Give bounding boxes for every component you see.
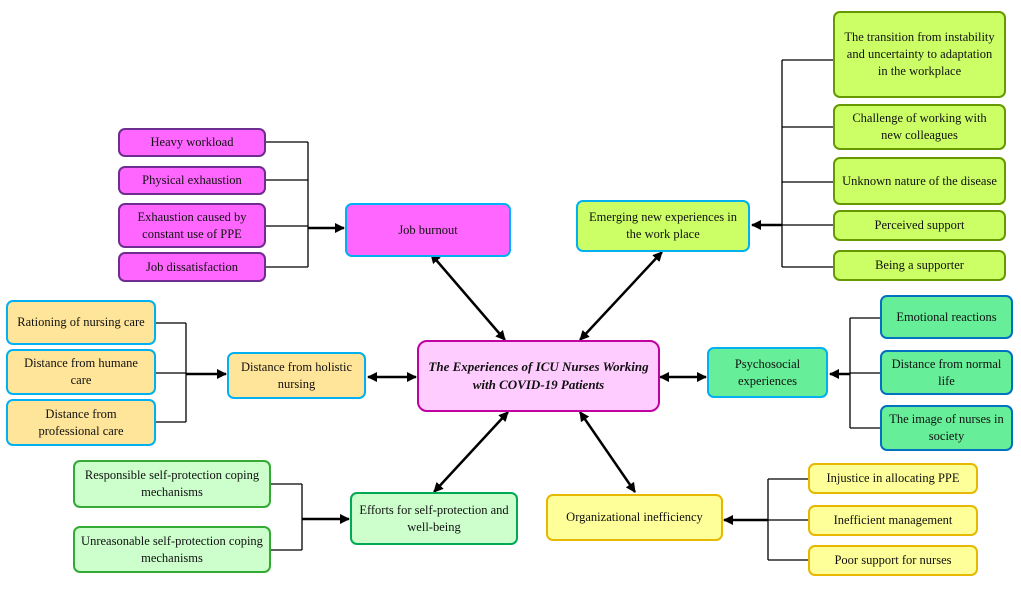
subtheme-normal-life: Distance from normal life	[880, 350, 1013, 395]
subtheme-label: The transition from instability and unce…	[844, 30, 995, 78]
subtheme-poor-support: Poor support for nurses	[808, 545, 978, 576]
subtheme-image-of-nurses: The image of nurses in society	[880, 405, 1013, 451]
theme-label: Emerging new experiences in the work pla…	[589, 210, 737, 241]
subtheme-unknown-disease: Unknown nature of the disease	[833, 157, 1006, 205]
subtheme-rationing-care: Rationing of nursing care	[6, 300, 156, 345]
subtheme-label: Responsible self-protection coping mecha…	[84, 468, 260, 499]
subtheme-heavy-workload: Heavy workload	[118, 128, 266, 157]
theme-holistic-nursing: Distance from holistic nursing	[227, 352, 366, 399]
subtheme-label: Perceived support	[874, 218, 965, 233]
organizational-bracket	[767, 478, 808, 561]
holistic-bracket	[156, 322, 187, 423]
theme-label: Job burnout	[398, 222, 458, 237]
theme-self-protection: Efforts for self-protection and well-bei…	[350, 492, 518, 545]
subtheme-label: Heavy workload	[150, 135, 234, 150]
subtheme-emotional-reactions: Emotional reactions	[880, 295, 1013, 339]
subtheme-transition: The transition from instability and unce…	[833, 11, 1006, 98]
theme-psychosocial: Psychosocial experiences	[707, 347, 828, 398]
subtheme-label: Emotional reactions	[896, 309, 997, 324]
subtheme-injustice-ppe: Injustice in allocating PPE	[808, 463, 978, 494]
center-to-self-protection-arrow	[433, 411, 509, 493]
center-to-organizational-arrow	[578, 411, 637, 493]
subtheme-professional-care: Distance from professional care	[6, 399, 156, 446]
subtheme-label: Physical exhaustion	[142, 173, 242, 188]
subtheme-label: Job dissatisfaction	[145, 259, 238, 274]
theme-organizational-inefficiency: Organizational inefficiency	[546, 494, 723, 541]
subtheme-label: Poor support for nurses	[834, 553, 952, 568]
center-to-emerging-arrow	[579, 251, 663, 341]
theme-label: Organizational inefficiency	[566, 510, 703, 525]
subtheme-label: Being a supporter	[875, 258, 964, 273]
center-to-job-burnout-arrow	[430, 253, 506, 341]
theme-emerging-experiences: Emerging new experiences in the work pla…	[576, 200, 750, 252]
center-node: The Experiences of ICU Nurses Working wi…	[417, 340, 660, 412]
subtheme-label: Distance from humane care	[24, 356, 138, 387]
theme-label: Psychosocial experiences	[734, 356, 801, 388]
subtheme-perceived-support: Perceived support	[833, 210, 1006, 241]
psychosocial-bracket	[849, 317, 880, 429]
subtheme-label: Distance from normal life	[891, 356, 1002, 388]
subtheme-label: Inefficient management	[833, 513, 953, 528]
subtheme-label: Distance from professional care	[38, 406, 124, 438]
subtheme-inefficient-management: Inefficient management	[808, 505, 978, 536]
subtheme-unreasonable-coping: Unreasonable self-protection coping mech…	[73, 526, 271, 573]
subtheme-humane-care: Distance from humane care	[6, 349, 156, 395]
subtheme-label: Exhaustion caused by constant use of PPE	[137, 209, 247, 241]
subtheme-label: Injustice in allocating PPE	[826, 471, 960, 486]
job-burnout-bracket	[266, 141, 309, 268]
subtheme-label: Unknown nature of the disease	[842, 173, 997, 188]
theme-label: Distance from holistic nursing	[240, 359, 353, 391]
subtheme-label: Rationing of nursing care	[17, 315, 145, 330]
subtheme-job-dissatisfaction: Job dissatisfaction	[118, 252, 266, 282]
theme-job-burnout: Job burnout	[345, 203, 511, 257]
subtheme-physical-exhaustion: Physical exhaustion	[118, 166, 266, 195]
center-title: The Experiences of ICU Nurses Working wi…	[428, 359, 649, 392]
subtheme-label: Unreasonable self-protection coping mech…	[81, 533, 263, 565]
theme-label: Efforts for self-protection and well-bei…	[359, 502, 509, 534]
subtheme-exhaustion-ppe: Exhaustion caused by constant use of PPE	[118, 203, 266, 248]
self-protection-bracket	[271, 483, 303, 551]
subtheme-responsible-coping: Responsible self-protection coping mecha…	[73, 460, 271, 508]
subtheme-new-colleagues: Challenge of working with new colleagues	[833, 104, 1006, 150]
emerging-bracket	[781, 59, 833, 268]
subtheme-label: Challenge of working with new colleagues	[852, 111, 987, 142]
subtheme-being-supporter: Being a supporter	[833, 250, 1006, 281]
subtheme-label: The image of nurses in society	[889, 412, 1004, 443]
